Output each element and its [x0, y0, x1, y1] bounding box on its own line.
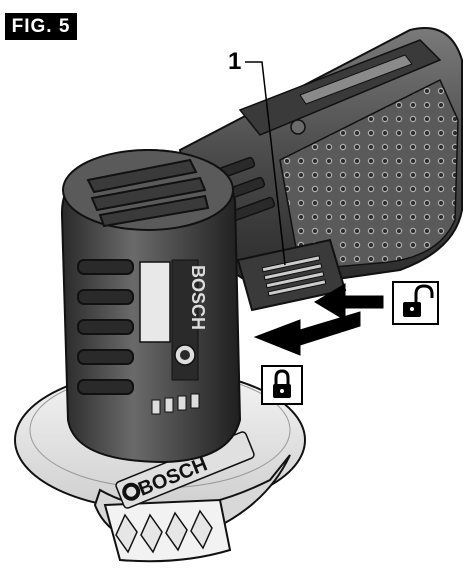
- figure-label: FIG. 5: [5, 13, 77, 40]
- lock-icon: [261, 365, 303, 405]
- tool-handle: [178, 27, 463, 292]
- unlock-icon: [392, 281, 439, 325]
- callout-leader-line: [245, 61, 286, 266]
- battery-release-button[interactable]: [236, 238, 347, 312]
- press-arrow: [314, 283, 384, 321]
- battery-pack: BOSCH: [60, 148, 242, 464]
- callout-number-1: 1: [228, 48, 242, 75]
- battery-brand-text: BOSCH: [188, 265, 208, 330]
- slide-arrow: [253, 311, 361, 356]
